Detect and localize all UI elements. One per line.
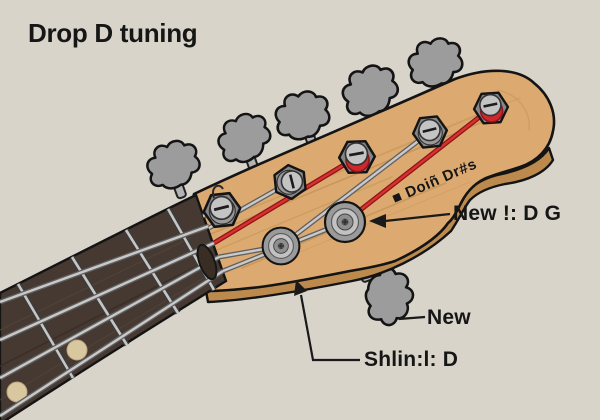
fretboard-grain xyxy=(0,237,215,401)
leader-arrow-shlin xyxy=(294,280,360,362)
tuning-button xyxy=(210,106,278,170)
inlay-dot xyxy=(66,339,88,361)
annotation-headstock-edge: Shlin:l: D xyxy=(364,348,459,371)
leader-arrow-new-dg xyxy=(369,212,451,228)
tuning-button xyxy=(271,87,334,144)
leader-dash-new xyxy=(398,315,426,321)
leader-lines xyxy=(294,212,451,362)
tuning-button xyxy=(141,135,206,195)
red-string xyxy=(212,106,493,246)
page-title: Drop D tuning xyxy=(28,18,198,48)
neck-strings xyxy=(0,223,225,419)
string-end xyxy=(212,184,224,199)
string-ferrule xyxy=(323,200,367,244)
annotation-tuner-button: New xyxy=(427,306,471,329)
string-ferrule xyxy=(261,226,301,266)
nut xyxy=(196,243,218,281)
annotation-tuner-post: New !: D G xyxy=(453,202,562,225)
